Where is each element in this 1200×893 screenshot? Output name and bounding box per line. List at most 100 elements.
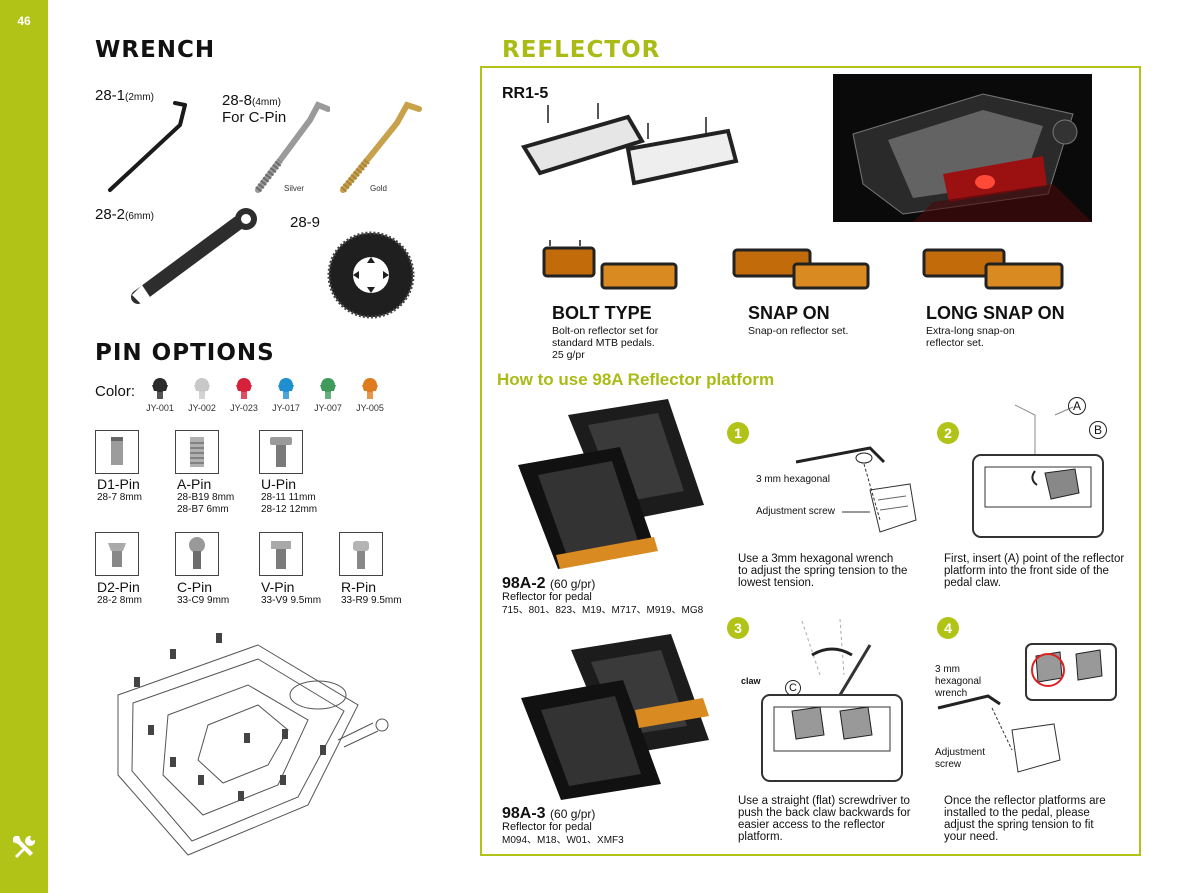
wrench-28-9-label: 28-9 — [290, 214, 321, 231]
text-line: easier access to the reflector — [738, 819, 886, 831]
d1-pin-image — [95, 430, 139, 474]
d1-pin-spec: 28-7 8mm — [97, 492, 143, 503]
step-1-number: 1 — [727, 422, 749, 444]
callout-line: Adjustment — [935, 747, 986, 758]
pin-color-code: JY-007 — [314, 403, 342, 413]
callout-line: screw — [935, 759, 962, 770]
d2-pin-name: D2-Pin — [97, 579, 140, 595]
a-pin-image — [175, 430, 219, 474]
lockring-tool-image — [327, 231, 415, 319]
text-line: pedal claw. — [944, 577, 1001, 589]
step-1-diagram — [795, 446, 917, 533]
long-snap-on-title: LONG SNAP ON — [926, 303, 1065, 323]
product-name: 98A-2 — [502, 575, 546, 592]
open-wrench-6mm-image — [131, 208, 257, 305]
pin-color-swatch — [190, 377, 214, 399]
98a-3-sub: Reflector for pedal — [502, 821, 592, 833]
u-pin-name: U-Pin — [261, 476, 297, 492]
callout-a: A — [1068, 397, 1086, 415]
wrench-size: (4mm) — [252, 97, 281, 108]
d2-pin-spec: 28-2 8mm — [97, 595, 143, 606]
reflector-pedal-photo — [833, 74, 1092, 222]
callout-c: C — [785, 680, 801, 696]
step-1-text: Use a 3mm hexagonal wrench to adjust the… — [738, 553, 907, 589]
d1-pin-name: D1-Pin — [97, 476, 140, 492]
text-line: push the back claw backwards for — [738, 807, 911, 819]
text-line: your need. — [944, 831, 999, 843]
step-3-diagram — [761, 618, 903, 782]
variant-silver-label: Silver — [284, 184, 305, 193]
callout-b: B — [1089, 421, 1107, 439]
98a-2-models: 715、801、823、M19、M717、M919、MG8 — [502, 605, 704, 616]
wrench-code: 28-2 — [95, 206, 126, 223]
c-pin-name: C-Pin — [177, 579, 213, 595]
pin-color-code: JY-005 — [356, 403, 384, 413]
v-pin-image — [259, 532, 303, 576]
page-number: 46 — [17, 14, 31, 28]
98a-2-platform-image — [518, 399, 704, 569]
long-snap-on-desc: Extra-long snap-on reflector set. — [926, 325, 1015, 349]
bolt-type-desc: Bolt-on reflector set for standard MTB p… — [552, 325, 658, 361]
desc-line: reflector set. — [926, 337, 984, 349]
c-pin-image — [175, 532, 219, 576]
wrench-size: (6mm) — [125, 211, 154, 222]
product-weight: (60 g/pr) — [550, 577, 596, 591]
bolt-type-reflector-image — [542, 240, 678, 290]
step-4-callout-wrench: 3 mm hexagonal wrench — [935, 664, 981, 700]
a-pin-spec: 28-B7 6mm — [177, 504, 229, 515]
callout-line: wrench — [935, 688, 968, 699]
step-1-callout: 3 mm hexagonal — [756, 474, 830, 485]
c-pin-spec: 33-C9 9mm — [177, 595, 230, 606]
step-4-diagram — [937, 643, 1117, 773]
r-pin-name: R-Pin — [341, 579, 377, 595]
callout-line: 3 mm — [935, 664, 960, 675]
c-pin-key-silver-image — [255, 101, 330, 193]
98a-2-sub: Reflector for pedal — [502, 591, 592, 603]
desc-line: Extra-long snap-on — [926, 325, 1015, 337]
v-pin-spec: 33-V9 9.5mm — [261, 595, 322, 606]
step-2-text: First, insert (A) point of the reflector… — [944, 553, 1124, 589]
wrench-extra: For C-Pin — [222, 109, 287, 126]
text-line: platform into the front side of the — [944, 565, 1109, 577]
step-3-callout-claw: claw — [741, 676, 761, 686]
wrench-title: WRENCH — [95, 37, 216, 63]
hex-key-2mm-image — [108, 101, 187, 192]
v-pin-name: V-Pin — [261, 579, 295, 595]
wrench-28-8-label: 28-8(4mm) For C-Pin — [222, 92, 286, 126]
product-name: 98A-3 — [502, 805, 546, 822]
u-pin-spec: 28-11 11mm — [261, 492, 316, 503]
text-line: First, insert (A) point of the reflector — [944, 553, 1125, 565]
98a-2-label: 98A-2 (60 g/pr) — [502, 575, 595, 593]
desc-line: Bolt-on reflector set for — [552, 325, 659, 337]
pin-color-code: JY-017 — [272, 403, 300, 413]
wrench-28-1-label: 28-1(2mm) — [95, 87, 154, 104]
text-line: to adjust the spring tension to the — [738, 565, 908, 577]
text-line: Once the reflector platforms are — [944, 795, 1106, 807]
text-line: adjust the spring tension to fit — [944, 819, 1094, 831]
d2-pin-image — [95, 532, 139, 576]
step-3-text: Use a straight (flat) screwdriver to pus… — [738, 795, 911, 843]
r-pin-image — [339, 532, 383, 576]
text-line: platform. — [738, 831, 783, 843]
u-pin-image — [259, 430, 303, 474]
pin-color-swatch — [358, 377, 382, 399]
reflector-model: RR1-5 — [502, 85, 549, 102]
wrench-code: 28-8 — [222, 92, 253, 109]
reflector-panel — [480, 66, 1141, 856]
a-pin-spec: 28-B19 8mm — [177, 492, 235, 503]
reflector-title: REFLECTOR — [502, 37, 661, 63]
page-sidebar — [0, 0, 48, 893]
product-weight: (60 g/pr) — [550, 807, 596, 821]
color-label: Color: — [95, 383, 136, 400]
pin-color-swatch — [274, 377, 298, 399]
a-pin-name: A-Pin — [177, 476, 212, 492]
wrench-code: 28-1 — [95, 87, 126, 104]
snap-on-reflector-image — [732, 248, 870, 290]
rr1-5-reflector-image — [520, 103, 739, 186]
step-4-number: 4 — [937, 617, 959, 639]
98a-3-platform-image — [521, 634, 709, 800]
desc-line: 25 g/pr — [552, 349, 585, 361]
tools-icon — [9, 832, 39, 862]
pin-options-title: PIN OPTIONS — [95, 340, 275, 366]
